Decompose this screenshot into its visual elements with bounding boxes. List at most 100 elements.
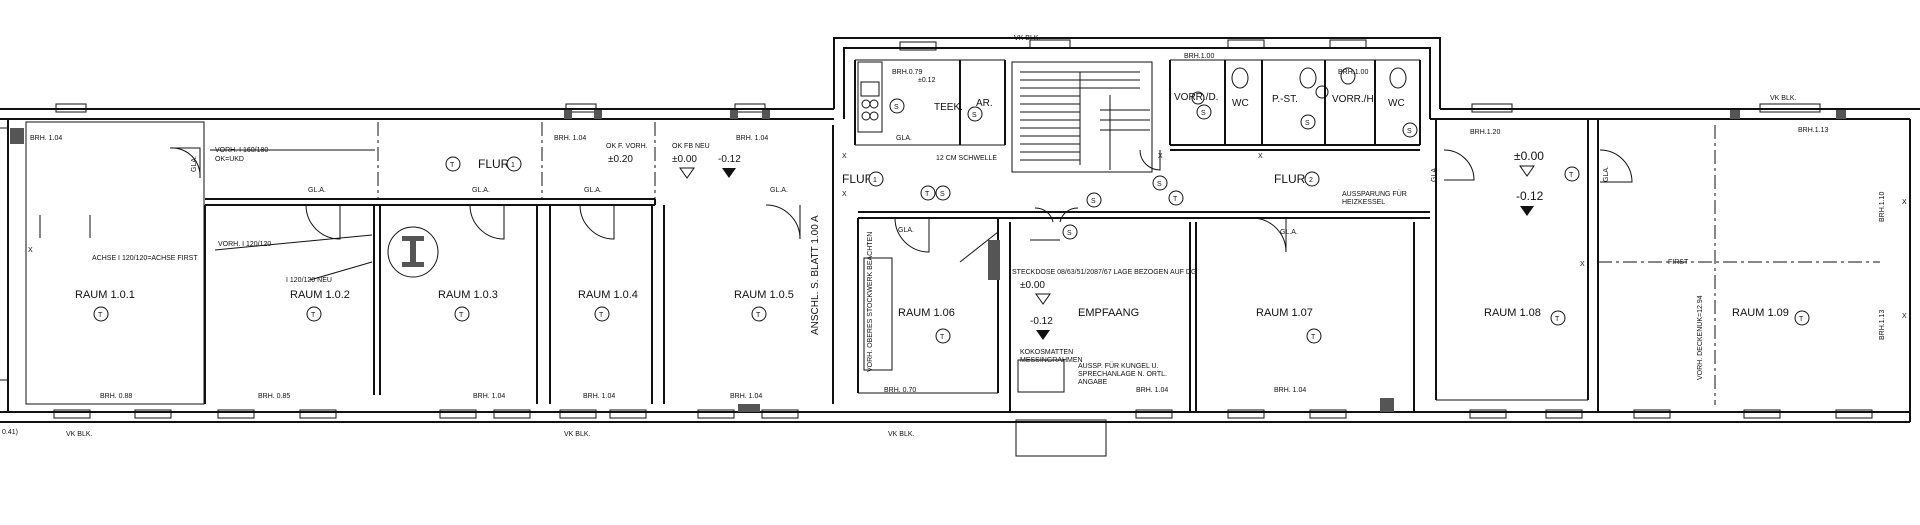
marker-t: T	[1569, 172, 1574, 179]
note-unterzug: VORH. DECKENUK=12.94	[1697, 295, 1704, 380]
note-kokosmatten: KOKOSMATTEN	[1020, 349, 1073, 356]
outer-walls	[0, 37, 1920, 423]
note-vorh-120: VORH. I 120/120	[218, 241, 271, 248]
room-label-p-st: P.-ST.	[1272, 94, 1298, 105]
note-gl-a: GL.A.	[1280, 229, 1298, 236]
room-label-vorr-d: VORR./D.	[1174, 92, 1218, 103]
room-label-wc-2: WC	[1388, 98, 1405, 109]
level-minus: -0.12	[1516, 189, 1544, 203]
marker-s: S	[940, 191, 945, 198]
room-label-flur-1a: FLUR	[478, 157, 510, 171]
sill-heights: BRH. 1.04 BRH. 1.04 BRH. 1.04 BRH. 0.88 …	[2, 35, 1886, 438]
note-aussp-2: SPRECHANLAGE N. ORTL.	[1078, 371, 1167, 378]
marker-t: T	[98, 312, 103, 319]
staircase	[1020, 71, 1150, 170]
brh-104: BRH. 1.04	[736, 135, 768, 142]
corridor-walls	[205, 144, 1430, 219]
vk-blk: VK BLK.	[66, 431, 93, 438]
marker-two: 2	[1309, 177, 1313, 184]
marker-t: T	[940, 334, 945, 341]
axis-x: X	[1902, 313, 1907, 320]
brh-079: BRH.0.79	[892, 69, 922, 76]
level-ok-f-vorh: OK F. VORH.	[606, 143, 648, 150]
vk-blk: VK BLK.	[1014, 35, 1041, 42]
marker-s: S	[1201, 110, 1206, 117]
note-gl-a: GL.A.	[472, 187, 490, 194]
note-gla: GLA.	[1431, 166, 1438, 182]
value-041: 0.41)	[2, 429, 18, 436]
room-label-flur-1b: FLUR	[842, 172, 874, 186]
marker-s: S	[1157, 181, 1162, 188]
note-messingrahmen: MESSINGRAHMEN	[1020, 357, 1083, 364]
room-label-1-09: RAUM 1.09	[1732, 307, 1789, 319]
marker-t: T	[1173, 196, 1178, 203]
window-sills-bottom	[53, 398, 1873, 419]
steel-column-detail	[387, 226, 439, 278]
room-labels: RAUM 1.0.1 RAUM 1.0.2 RAUM 1.0.3 RAUM 1.…	[75, 92, 1789, 319]
misc-features	[39, 215, 1107, 457]
room-label-1-0-1: RAUM 1.0.1	[75, 289, 135, 301]
note-aussp-1: AUSSP. FÜR KUNGEL U.	[1078, 362, 1159, 370]
partitions	[25, 59, 1880, 412]
room-label-1-0-3: RAUM 1.0.3	[438, 289, 498, 301]
room-label-vorr-h: VORR./H.	[1332, 94, 1376, 105]
brh-104: BRH. 1.04	[1274, 387, 1306, 394]
note-first: FIRST	[1668, 259, 1689, 266]
marker-t: T	[1799, 316, 1804, 323]
note-schwelle: 12 CM SCHWELLE	[936, 155, 997, 162]
marker-s: S	[1305, 120, 1310, 127]
marker-one: 1	[511, 162, 515, 169]
level-ok-fb-neu: OK FB NEU	[672, 143, 710, 150]
marker-t: T	[756, 312, 761, 319]
room-label-1-0-5: RAUM 1.0.5	[734, 289, 794, 301]
marker-s: S	[1067, 230, 1072, 237]
window-sills-top	[10, 39, 1846, 144]
vk-blk: VK BLK.	[888, 431, 915, 438]
kitchen-block	[857, 61, 883, 133]
note-gl-a: GL.A.	[308, 187, 326, 194]
note-vorh-stockwerk: VORH. OBERES STOCKWERK BEACHTEN	[867, 232, 874, 372]
level-zero: ±0.00	[1514, 149, 1544, 163]
room-label-1-0-4: RAUM 1.0.4	[578, 289, 638, 301]
room-label-empfang: EMPFAANG	[1078, 307, 1139, 319]
note-i-120-neu: I 120/120 NEU	[286, 277, 332, 284]
axis-x: X	[28, 247, 33, 254]
note-gla: GLA.	[1603, 166, 1610, 182]
note-steckdose: STECKDOSE 08/63/51/2087/67 LAGE BEZOGEN …	[1012, 269, 1196, 276]
marker-s: S	[1091, 198, 1096, 205]
vk-blk: VK BLK.	[564, 431, 591, 438]
brh-120: BRH.1.20	[1470, 129, 1500, 136]
vk-blk: VK BLK.	[1770, 95, 1797, 102]
marker-s: S	[894, 104, 899, 111]
level-zero: ±0.00	[672, 154, 697, 165]
room-label-teek: TEEK.	[934, 102, 963, 113]
note-aussparung: AUSSPARUNG FÜR	[1342, 190, 1407, 198]
level-plus-20: ±0.20	[608, 154, 633, 165]
brh-110: BRH.1.10	[1879, 192, 1886, 222]
note-gla: GLA.	[898, 227, 914, 234]
marker-t: T	[1311, 334, 1316, 341]
axis-x: X	[842, 153, 847, 160]
note-ok-ukd: OK=UKD	[215, 156, 244, 163]
axis-x: X	[1158, 153, 1163, 160]
note-vorh-160-180: VORH. I 160/180	[215, 147, 268, 154]
room-label-flur-2: FLUR	[1274, 172, 1306, 186]
axis-x: X	[1902, 199, 1907, 206]
level-markers: ±0.00 -0.12 OK FB NEU OK F. VORH. ±0.20 …	[606, 77, 1544, 340]
marker-t: T	[599, 312, 604, 319]
brh-104: BRH. 1.04	[554, 135, 586, 142]
note-anschl: ANSCHL. S. BLATT 1.00 A	[810, 215, 821, 335]
marker-t: T	[925, 191, 930, 198]
doors	[169, 147, 1633, 253]
note-gl-a: GL.A.	[584, 187, 602, 194]
brh-113: BRH.1.13	[1798, 127, 1828, 134]
axis-x: X	[842, 191, 847, 198]
room-label-1-06: RAUM 1.06	[898, 307, 955, 319]
brh-104: BRH. 1.04	[1136, 387, 1168, 394]
note-gla: GLA.	[191, 156, 198, 172]
brh-113: BRH.1.13	[1879, 310, 1886, 340]
brh-088: BRH. 0.88	[100, 393, 132, 400]
note-gl-a: GL.A.	[770, 187, 788, 194]
brh-104: BRH. 1.04	[30, 135, 62, 142]
brh-100: BRH.1.00	[1338, 69, 1368, 76]
